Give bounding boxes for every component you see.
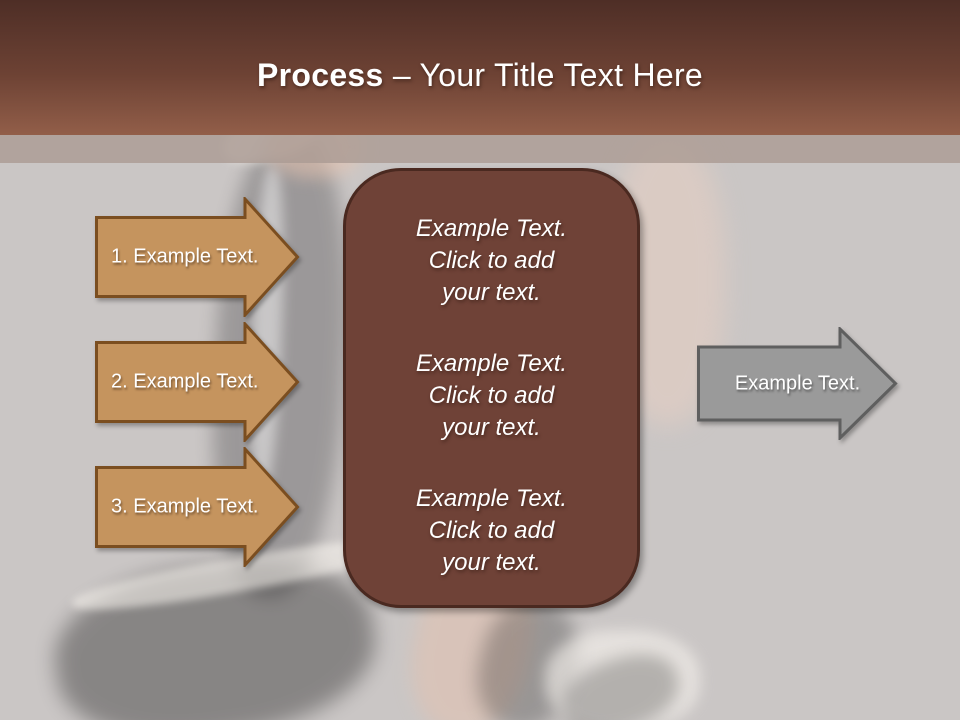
example-text-paragraph-3[interactable]: Example Text. Click to add your text. — [415, 485, 568, 576]
process-step-arrow-2[interactable]: 2. Example Text. — [95, 322, 300, 442]
step-arrow-label: 3. Example Text. — [111, 495, 259, 518]
process-step-arrow-3[interactable]: 3. Example Text. — [95, 447, 300, 567]
bg-photo-shape — [551, 641, 689, 720]
bg-photo-shape — [44, 543, 386, 720]
title-keyword: Process — [256, 57, 384, 93]
title-bar: Process – Your Title Text Here — [0, 0, 960, 135]
bg-photo-shape — [545, 630, 700, 720]
bg-photo-shape — [464, 589, 591, 720]
title-placeholder-text: – Your Title Text Here — [383, 57, 704, 93]
example-text-paragraph-2[interactable]: Example Text. Click to add your text. — [415, 350, 568, 441]
example-text-paragraph-1[interactable]: Example Text. Click to add your text. — [415, 215, 568, 306]
result-arrow-label: Example Text. — [734, 372, 861, 394]
result-arrow[interactable]: Example Text. — [697, 327, 898, 440]
step-arrow-label: 1. Example Text. — [111, 245, 259, 268]
page-title[interactable]: Process – Your Title Text Here — [257, 57, 703, 94]
header-reflection-band — [0, 135, 960, 163]
step-arrow-label: 2. Example Text. — [111, 370, 259, 393]
example-text-box[interactable]: Example Text. Click to add your text. Ex… — [343, 168, 640, 608]
right-arrow-shape — [95, 197, 300, 317]
right-arrow-shape — [95, 322, 300, 442]
process-step-arrow-1[interactable]: 1. Example Text. — [95, 197, 300, 317]
